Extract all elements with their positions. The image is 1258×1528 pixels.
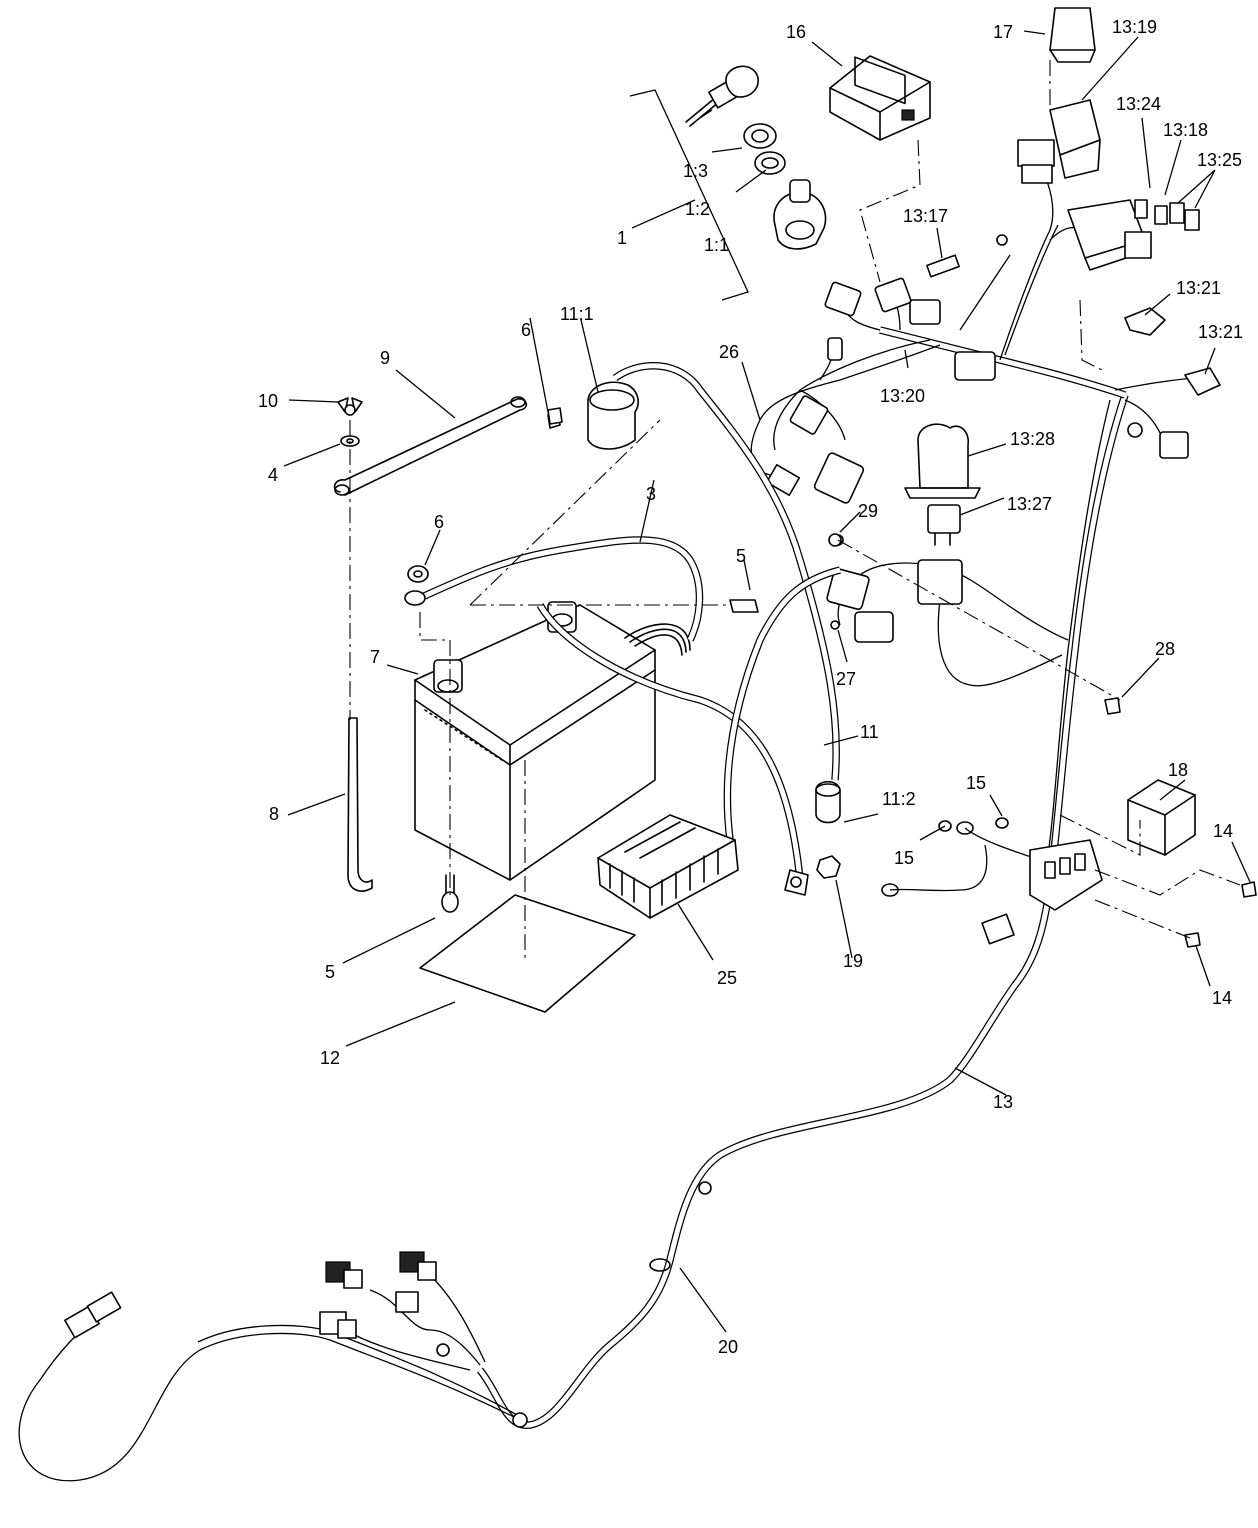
callout: 8 (269, 804, 279, 824)
callout: 13:21 (1198, 322, 1243, 342)
callout: 12 (320, 1048, 340, 1068)
harness-connectors-26 (765, 337, 865, 504)
callout: 17 (993, 22, 1013, 42)
relay-assembly (826, 423, 981, 643)
switch-connectors (909, 7, 1221, 459)
callout: 1:3 (683, 161, 708, 181)
callout: 13:18 (1163, 120, 1208, 140)
callout: 27 (836, 669, 856, 689)
callout: 19 (843, 951, 863, 971)
callout: 10 (258, 391, 278, 411)
callout: 9 (380, 348, 390, 368)
callout: 26 (719, 342, 739, 362)
callout: 7 (370, 647, 380, 667)
callout: 1:2 (685, 199, 710, 219)
callout: 5 (325, 962, 335, 982)
callout: 1 (617, 228, 627, 248)
callout: 15 (966, 773, 986, 793)
parts-artwork (18, 7, 1257, 1482)
callout: 3 (646, 484, 656, 504)
callout: 20 (718, 1337, 738, 1357)
hold-down-hardware (333, 396, 528, 892)
callout: 11 (860, 722, 879, 742)
lower-harness-connectors (64, 1251, 450, 1357)
callout: 15 (894, 848, 914, 868)
harness-clip (1127, 422, 1143, 438)
relay-18 (1127, 779, 1196, 856)
callout: 18 (1168, 760, 1188, 780)
callout: 6 (521, 320, 531, 340)
callout: 25 (717, 968, 737, 988)
callout: 13:24 (1116, 94, 1161, 114)
callout: 14 (1213, 821, 1233, 841)
callout: 11:2 (882, 789, 916, 809)
callout-labels: 1 1:1 1:2 1:3 3 4 5 5 6 6 7 8 9 10 11 11… (258, 17, 1243, 1357)
callout: 16 (786, 22, 806, 42)
fuse-bracket (881, 697, 1257, 948)
callout: 13:19 (1112, 17, 1157, 37)
callout: 5 (736, 546, 746, 566)
callout: 14 (1212, 988, 1232, 1008)
callout: 29 (858, 501, 878, 521)
callout: 13:17 (903, 206, 948, 226)
callout: 1:1 (704, 235, 729, 255)
callout: 13:25 (1197, 150, 1242, 170)
alignment-lines (349, 60, 1241, 958)
callout: 13:28 (1010, 429, 1055, 449)
battery (414, 601, 691, 881)
hour-meter (829, 55, 931, 313)
callout: 6 (434, 512, 444, 532)
callout: 4 (268, 465, 278, 485)
callout: 13:20 (880, 386, 925, 406)
harness-clip (512, 1412, 528, 1428)
callout: 13 (993, 1092, 1013, 1112)
controller-module (597, 814, 739, 919)
battery-mat (419, 894, 636, 1013)
callout: 11:1 (560, 304, 594, 324)
callout: 13:27 (1007, 494, 1052, 514)
battery-cables (404, 361, 841, 896)
callout: 13:21 (1176, 278, 1221, 298)
harness-clip (698, 1181, 712, 1195)
main-wiring-harness (18, 149, 1196, 1482)
ignition-switch-assembly (629, 65, 862, 317)
cable-tie (649, 1258, 671, 1272)
callout: 28 (1155, 639, 1175, 659)
leader-lines (283, 30, 1251, 1333)
